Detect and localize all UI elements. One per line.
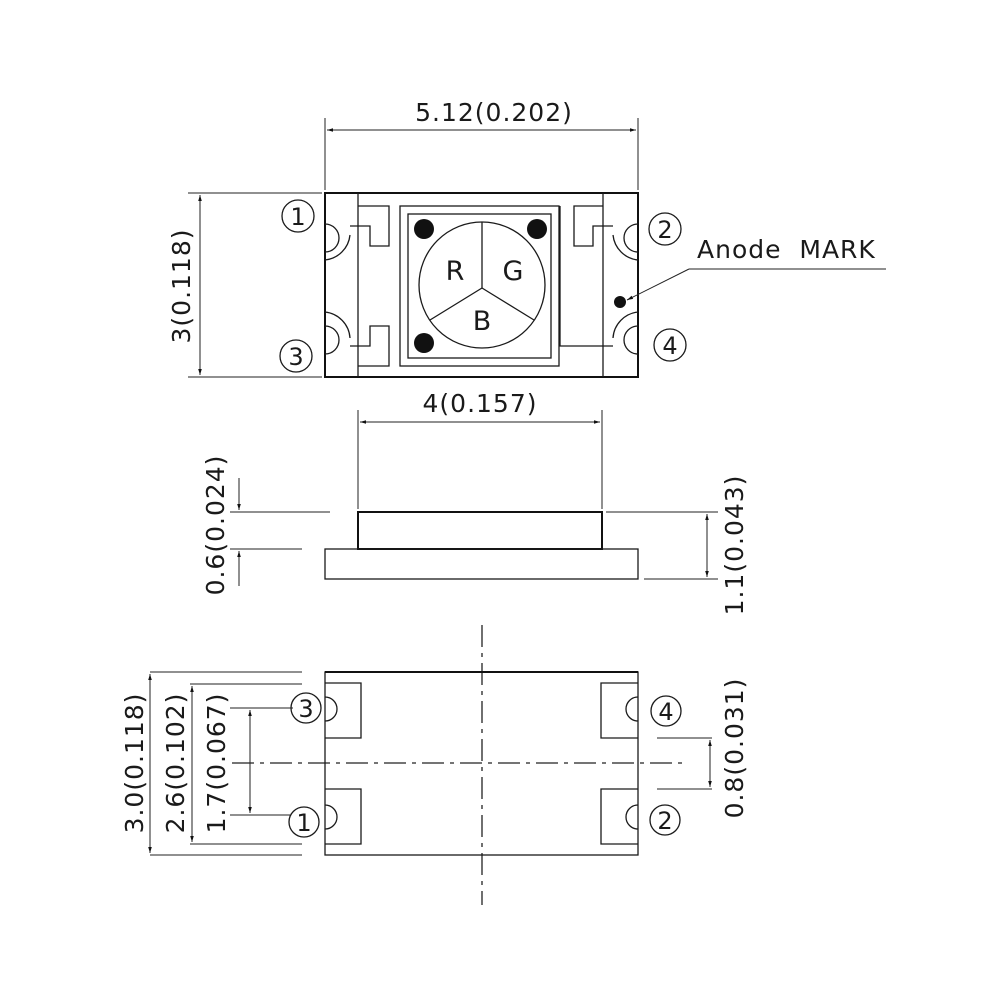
bond-dot-icon bbox=[414, 219, 434, 239]
height-dim-label: 3(0.118) bbox=[167, 229, 196, 344]
svg-text:1: 1 bbox=[296, 809, 311, 837]
pad-span-dim-label: 2.6(0.102) bbox=[161, 693, 190, 834]
pin-3-marker: 3 bbox=[279, 339, 313, 373]
height-dimension: 3(0.118) bbox=[167, 192, 322, 378]
svg-text:3: 3 bbox=[288, 343, 303, 371]
die-cavity-outer bbox=[399, 205, 560, 367]
green-channel-label: G bbox=[503, 256, 524, 287]
bottom-pin-3-marker: 3 bbox=[290, 692, 322, 724]
bond-dot-icon bbox=[527, 219, 547, 239]
pad-2 bbox=[600, 788, 638, 845]
svg-text:1: 1 bbox=[290, 203, 305, 231]
lens-height-dimension: 0.6(0.024) bbox=[201, 455, 330, 596]
pad-3 bbox=[325, 682, 362, 739]
pad-gap-dim-label: 0.8(0.031) bbox=[720, 678, 749, 819]
pin-1-marker: 1 bbox=[281, 199, 315, 233]
anode-dot-icon bbox=[614, 296, 626, 308]
die-cavity-inner bbox=[407, 213, 552, 359]
width-dim-label: 5.12(0.202) bbox=[415, 98, 573, 127]
total-height-dimension: 1.1(0.043) bbox=[606, 475, 749, 616]
anode-mark-callout: Anode MARK bbox=[614, 235, 886, 308]
bottom-pin-1-marker: 1 bbox=[288, 806, 320, 838]
lens-width-dimension: 4(0.157) bbox=[357, 389, 603, 509]
rgb-lens: R G B bbox=[418, 221, 546, 349]
red-channel-label: R bbox=[446, 256, 465, 287]
svg-text:2: 2 bbox=[657, 216, 672, 244]
pad-4 bbox=[600, 682, 638, 739]
pin-pitch-dim-label: 1.7(0.067) bbox=[202, 693, 231, 834]
pin-2-marker: 2 bbox=[648, 212, 682, 246]
side-view: 4(0.157) 0.6(0.024) 1.1(0.043) bbox=[201, 389, 749, 615]
package-outline bbox=[324, 192, 639, 378]
overall-height-dim-label: 3.0(0.118) bbox=[120, 693, 149, 834]
blue-channel-label: B bbox=[473, 306, 492, 337]
pad-span-dimension: 2.6(0.102) bbox=[161, 683, 302, 845]
svg-text:2: 2 bbox=[657, 807, 672, 835]
svg-text:4: 4 bbox=[658, 698, 673, 726]
pin-4-marker: 4 bbox=[653, 328, 687, 362]
bottom-pin-4-marker: 4 bbox=[650, 695, 682, 727]
svg-text:4: 4 bbox=[662, 332, 677, 360]
substrate-body bbox=[324, 548, 639, 580]
pad-1 bbox=[325, 788, 362, 845]
pad-gap-dimension: 0.8(0.031) bbox=[657, 678, 749, 819]
width-dimension: 5.12(0.202) bbox=[324, 98, 639, 190]
overall-height-dimension: 3.0(0.118) bbox=[120, 671, 302, 856]
bottom-view: 3 1 4 2 3.0(0.118) 2.6(0.102) bbox=[120, 625, 749, 905]
svg-text:3: 3 bbox=[298, 695, 313, 723]
top-view: 5.12(0.202) 3(0.118) bbox=[167, 98, 886, 378]
lens-body bbox=[357, 511, 603, 550]
bottom-pin-2-marker: 2 bbox=[649, 804, 681, 836]
lens-width-dim-label: 4(0.157) bbox=[423, 389, 538, 418]
total-height-dim-label: 1.1(0.043) bbox=[720, 475, 749, 616]
pin-pitch-dimension: 1.7(0.067) bbox=[202, 693, 293, 834]
bond-dot-icon bbox=[414, 333, 434, 353]
lens-height-dim-label: 0.6(0.024) bbox=[201, 455, 230, 596]
anode-mark-label: Anode MARK bbox=[697, 235, 876, 264]
